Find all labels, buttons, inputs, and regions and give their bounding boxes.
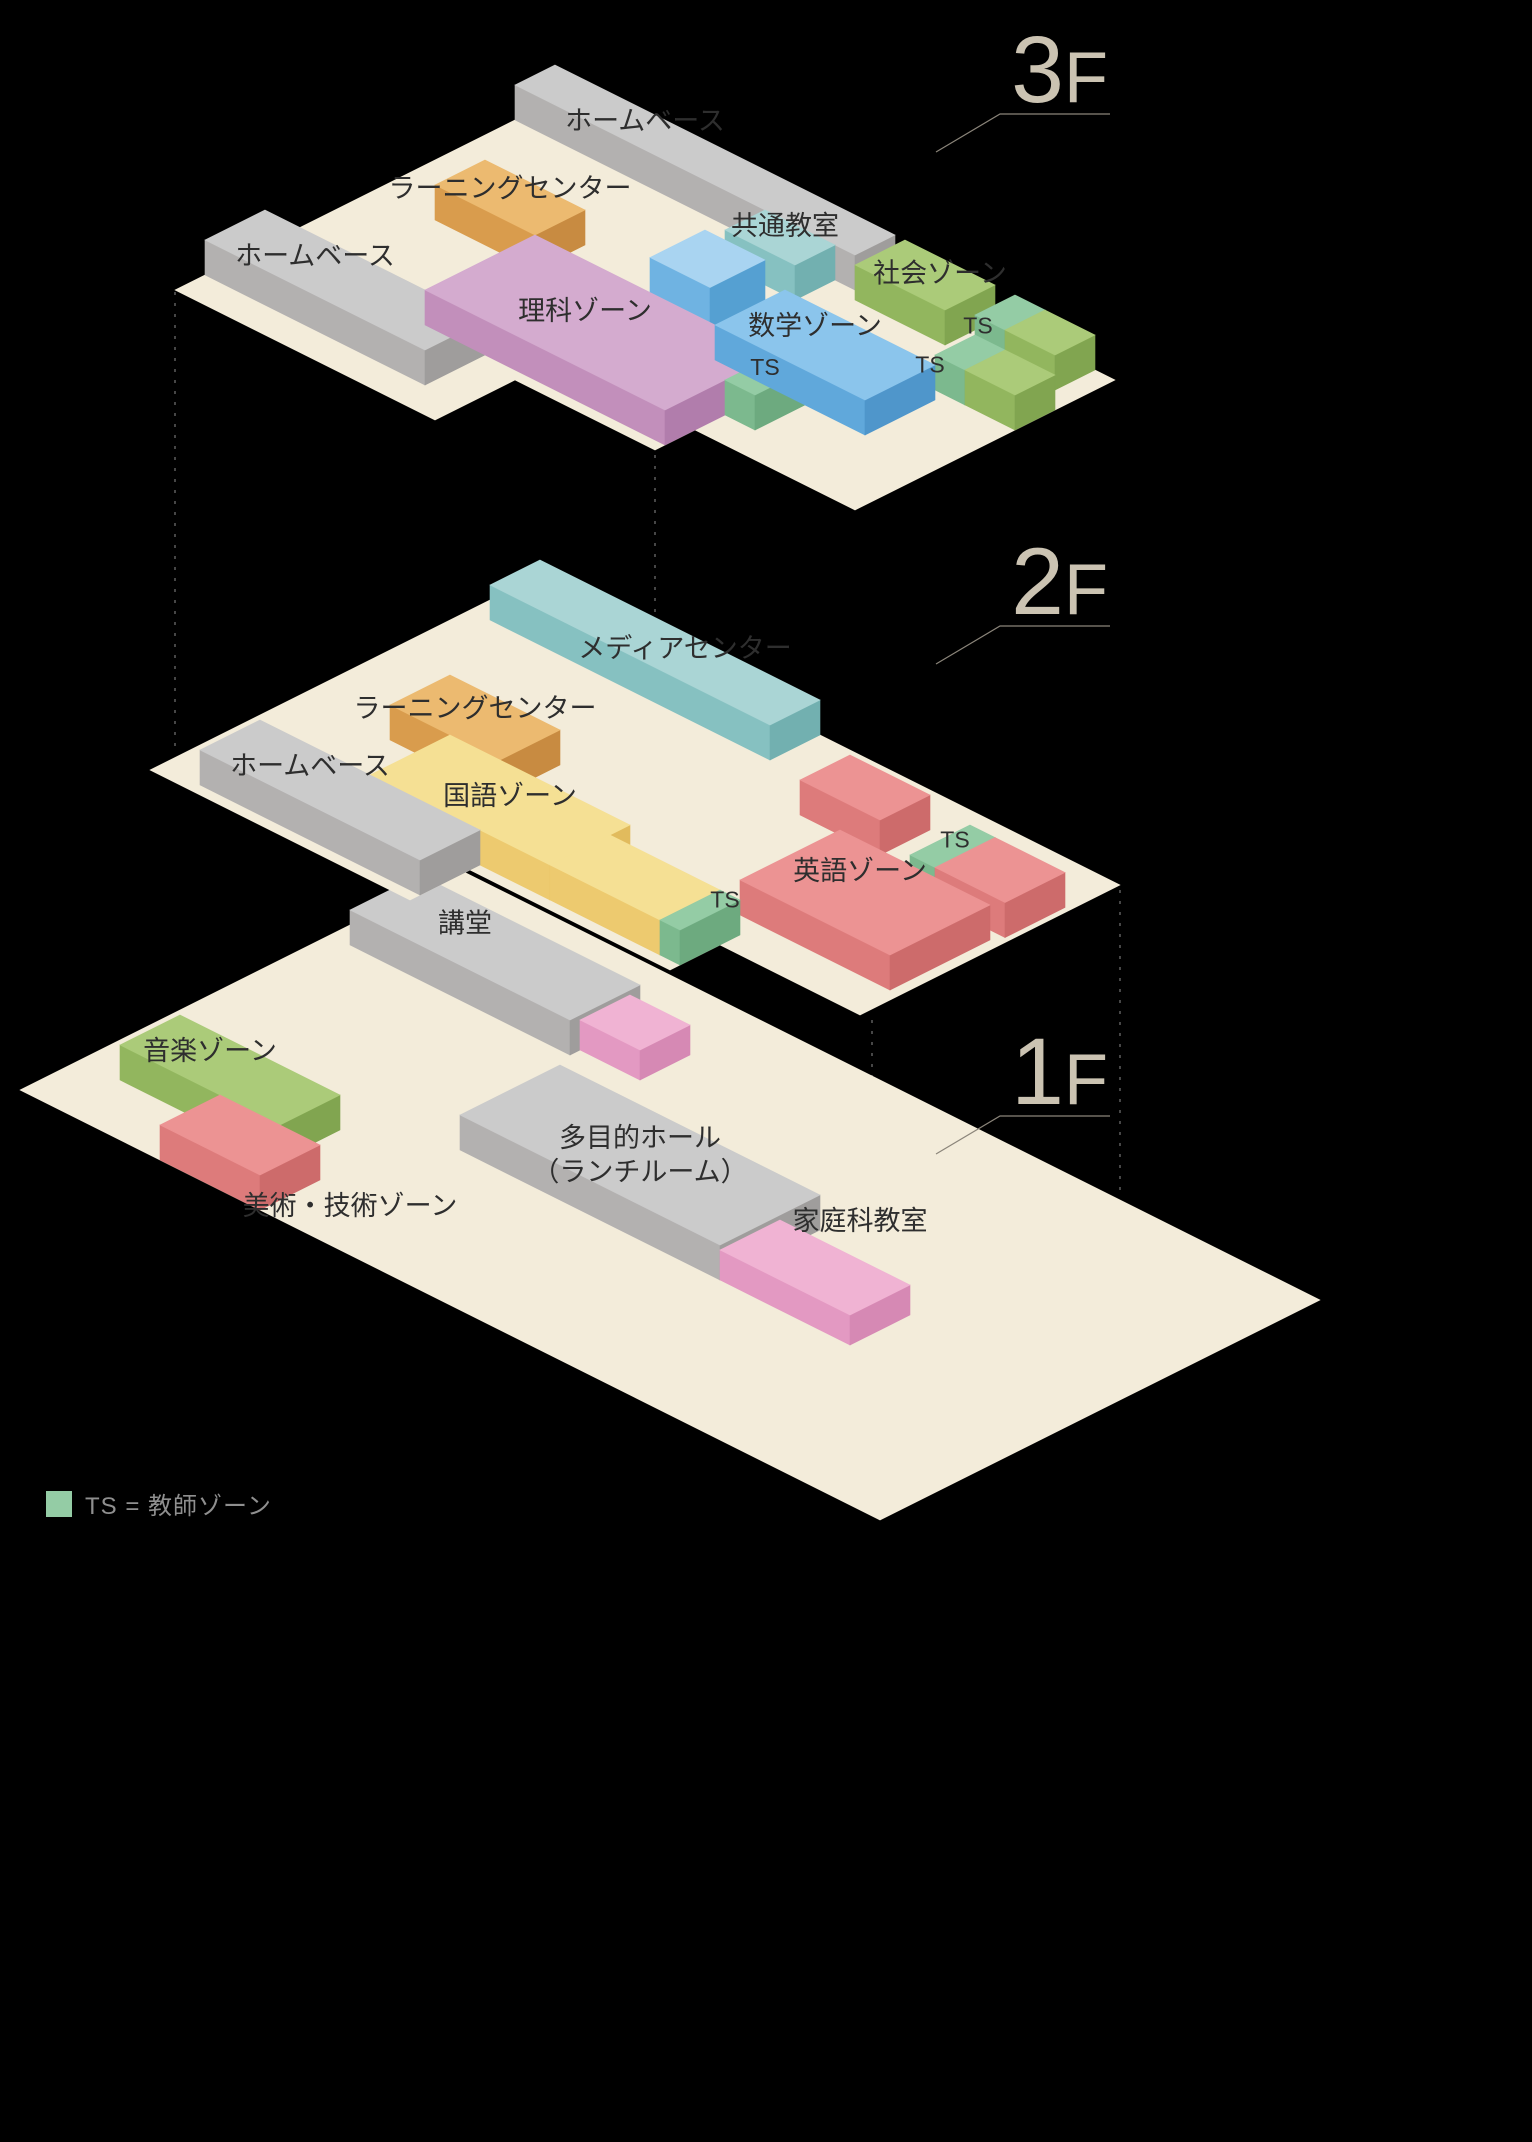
floor-label-digit: 2 <box>1011 529 1064 635</box>
label-line-0: 多目的ホール <box>559 1123 721 1153</box>
floor-label-suffix: F <box>1064 1040 1108 1120</box>
floor-label-3f: 3F <box>935 17 1110 153</box>
math-cube <box>649 229 766 333</box>
shakai-zone <box>854 239 996 346</box>
label-ts-2f-b: TS <box>710 887 739 913</box>
ts-2f-b-top-face <box>659 889 741 931</box>
label-line-1: （ランチルーム） <box>532 1157 747 1187</box>
floor-label-text-1f: 1F <box>1011 1019 1108 1125</box>
label-shakai-zone: 社会ゾーン <box>873 259 1007 289</box>
floor-label-leader-3f <box>935 113 1110 153</box>
label-eigo-zone: 英語ゾーン <box>793 856 927 886</box>
annex-1f-top-face <box>579 994 691 1051</box>
label-bijutsu-gijutsu-zone: 美術・技術ゾーン <box>243 1191 458 1221</box>
floor-label-digit: 1 <box>1011 1019 1064 1125</box>
label-kokugo-zone: 国語ゾーン <box>443 781 577 811</box>
sugaku-zone <box>714 289 936 436</box>
bijutsu-gijutsu-zone-top-face <box>159 1094 321 1176</box>
floor-label-digit: 3 <box>1011 17 1064 123</box>
floor-label-suffix: F <box>1064 550 1108 630</box>
bijutsu-gijutsu-zone <box>159 1094 321 1211</box>
floor-label-1f: 1F <box>935 1019 1110 1155</box>
rika-zone-top-face <box>424 234 776 411</box>
label-sugaku-zone: 数学ゾーン <box>748 311 882 341</box>
homebase-2f-top-face <box>199 719 481 861</box>
homebase-west-3f-top-face <box>204 209 486 351</box>
annex-1f <box>579 994 691 1081</box>
red-2f-upper-top-face <box>799 754 931 821</box>
label-ts-2f-a: TS <box>940 827 969 853</box>
label-learning-center-2f: ラーニングセンター <box>354 694 597 724</box>
tamokuteki-hall-top-face <box>459 1064 821 1246</box>
shakai-zone-top-face <box>854 239 996 311</box>
label-rika-zone: 理科ゾーン <box>518 296 652 326</box>
legend-swatch <box>46 1490 72 1517</box>
floor-label-suffix: F <box>1064 38 1108 118</box>
koudou-top-face <box>349 874 641 1021</box>
green-3f-a-top-face <box>1004 309 1096 356</box>
label-homebase-west-3f: ホームベース <box>235 241 395 271</box>
floor-label-leader-2f <box>935 625 1110 665</box>
legend-label: TS = 教師ゾーン <box>85 1493 272 1520</box>
floor-label-text-2f: 2F <box>1011 529 1108 635</box>
green-3f-b <box>964 349 1056 431</box>
label-ts-3f-a: TS <box>963 313 992 339</box>
katei-kyoshitsu <box>719 1219 911 1346</box>
label-learning-center-3f: ラーニングセンター <box>389 174 632 204</box>
eigo-zone-top-face <box>739 829 991 956</box>
floor-label-text-3f: 3F <box>1011 17 1108 123</box>
label-homebase-north-3f: ホームベース <box>565 106 725 136</box>
kyotsu-kyoshitsu-top-face <box>724 209 836 266</box>
label-katei-kyoshitsu: 家庭科教室 <box>793 1206 928 1236</box>
label-media-center: メディアセンター <box>578 634 792 664</box>
label-ongaku-zone: 音楽ゾーン <box>143 1036 277 1066</box>
ts-2f-b <box>659 889 741 966</box>
label-ts-3f-c: TS <box>750 354 779 380</box>
legend: TS = 教師ゾーン <box>46 1486 272 1521</box>
label-koudou: 講堂 <box>438 909 492 939</box>
label-ts-3f-b: TS <box>915 352 944 378</box>
media-center-top-face <box>489 559 821 726</box>
sugaku-zone-top-face <box>714 289 936 401</box>
floor-label-2f: 2F <box>935 529 1110 665</box>
label-kyotsu-kyoshitsu: 共通教室 <box>731 211 839 241</box>
red-2f-right-top-face <box>934 837 1066 903</box>
floor-3f: ホームベース共通教室社会ゾーンTSTS数学ゾーンTS理科ゾーンラーニングセンター… <box>174 17 1116 511</box>
math-cube-top-face <box>649 229 766 288</box>
media-center <box>489 559 821 761</box>
red-2f-upper <box>799 754 931 856</box>
green-3f-b-top-face <box>964 349 1056 396</box>
homebase-2f <box>199 719 481 896</box>
floor-label-leader-1f <box>935 1115 1110 1155</box>
label-homebase-2f: ホームベース <box>230 751 390 781</box>
katei-kyoshitsu-top-face <box>719 1219 911 1316</box>
eigo-zone <box>739 829 991 991</box>
homebase-north-3f-top-face <box>514 64 896 256</box>
label-tamokuteki-hall: 多目的ホール （ランチルーム） <box>532 1123 747 1187</box>
